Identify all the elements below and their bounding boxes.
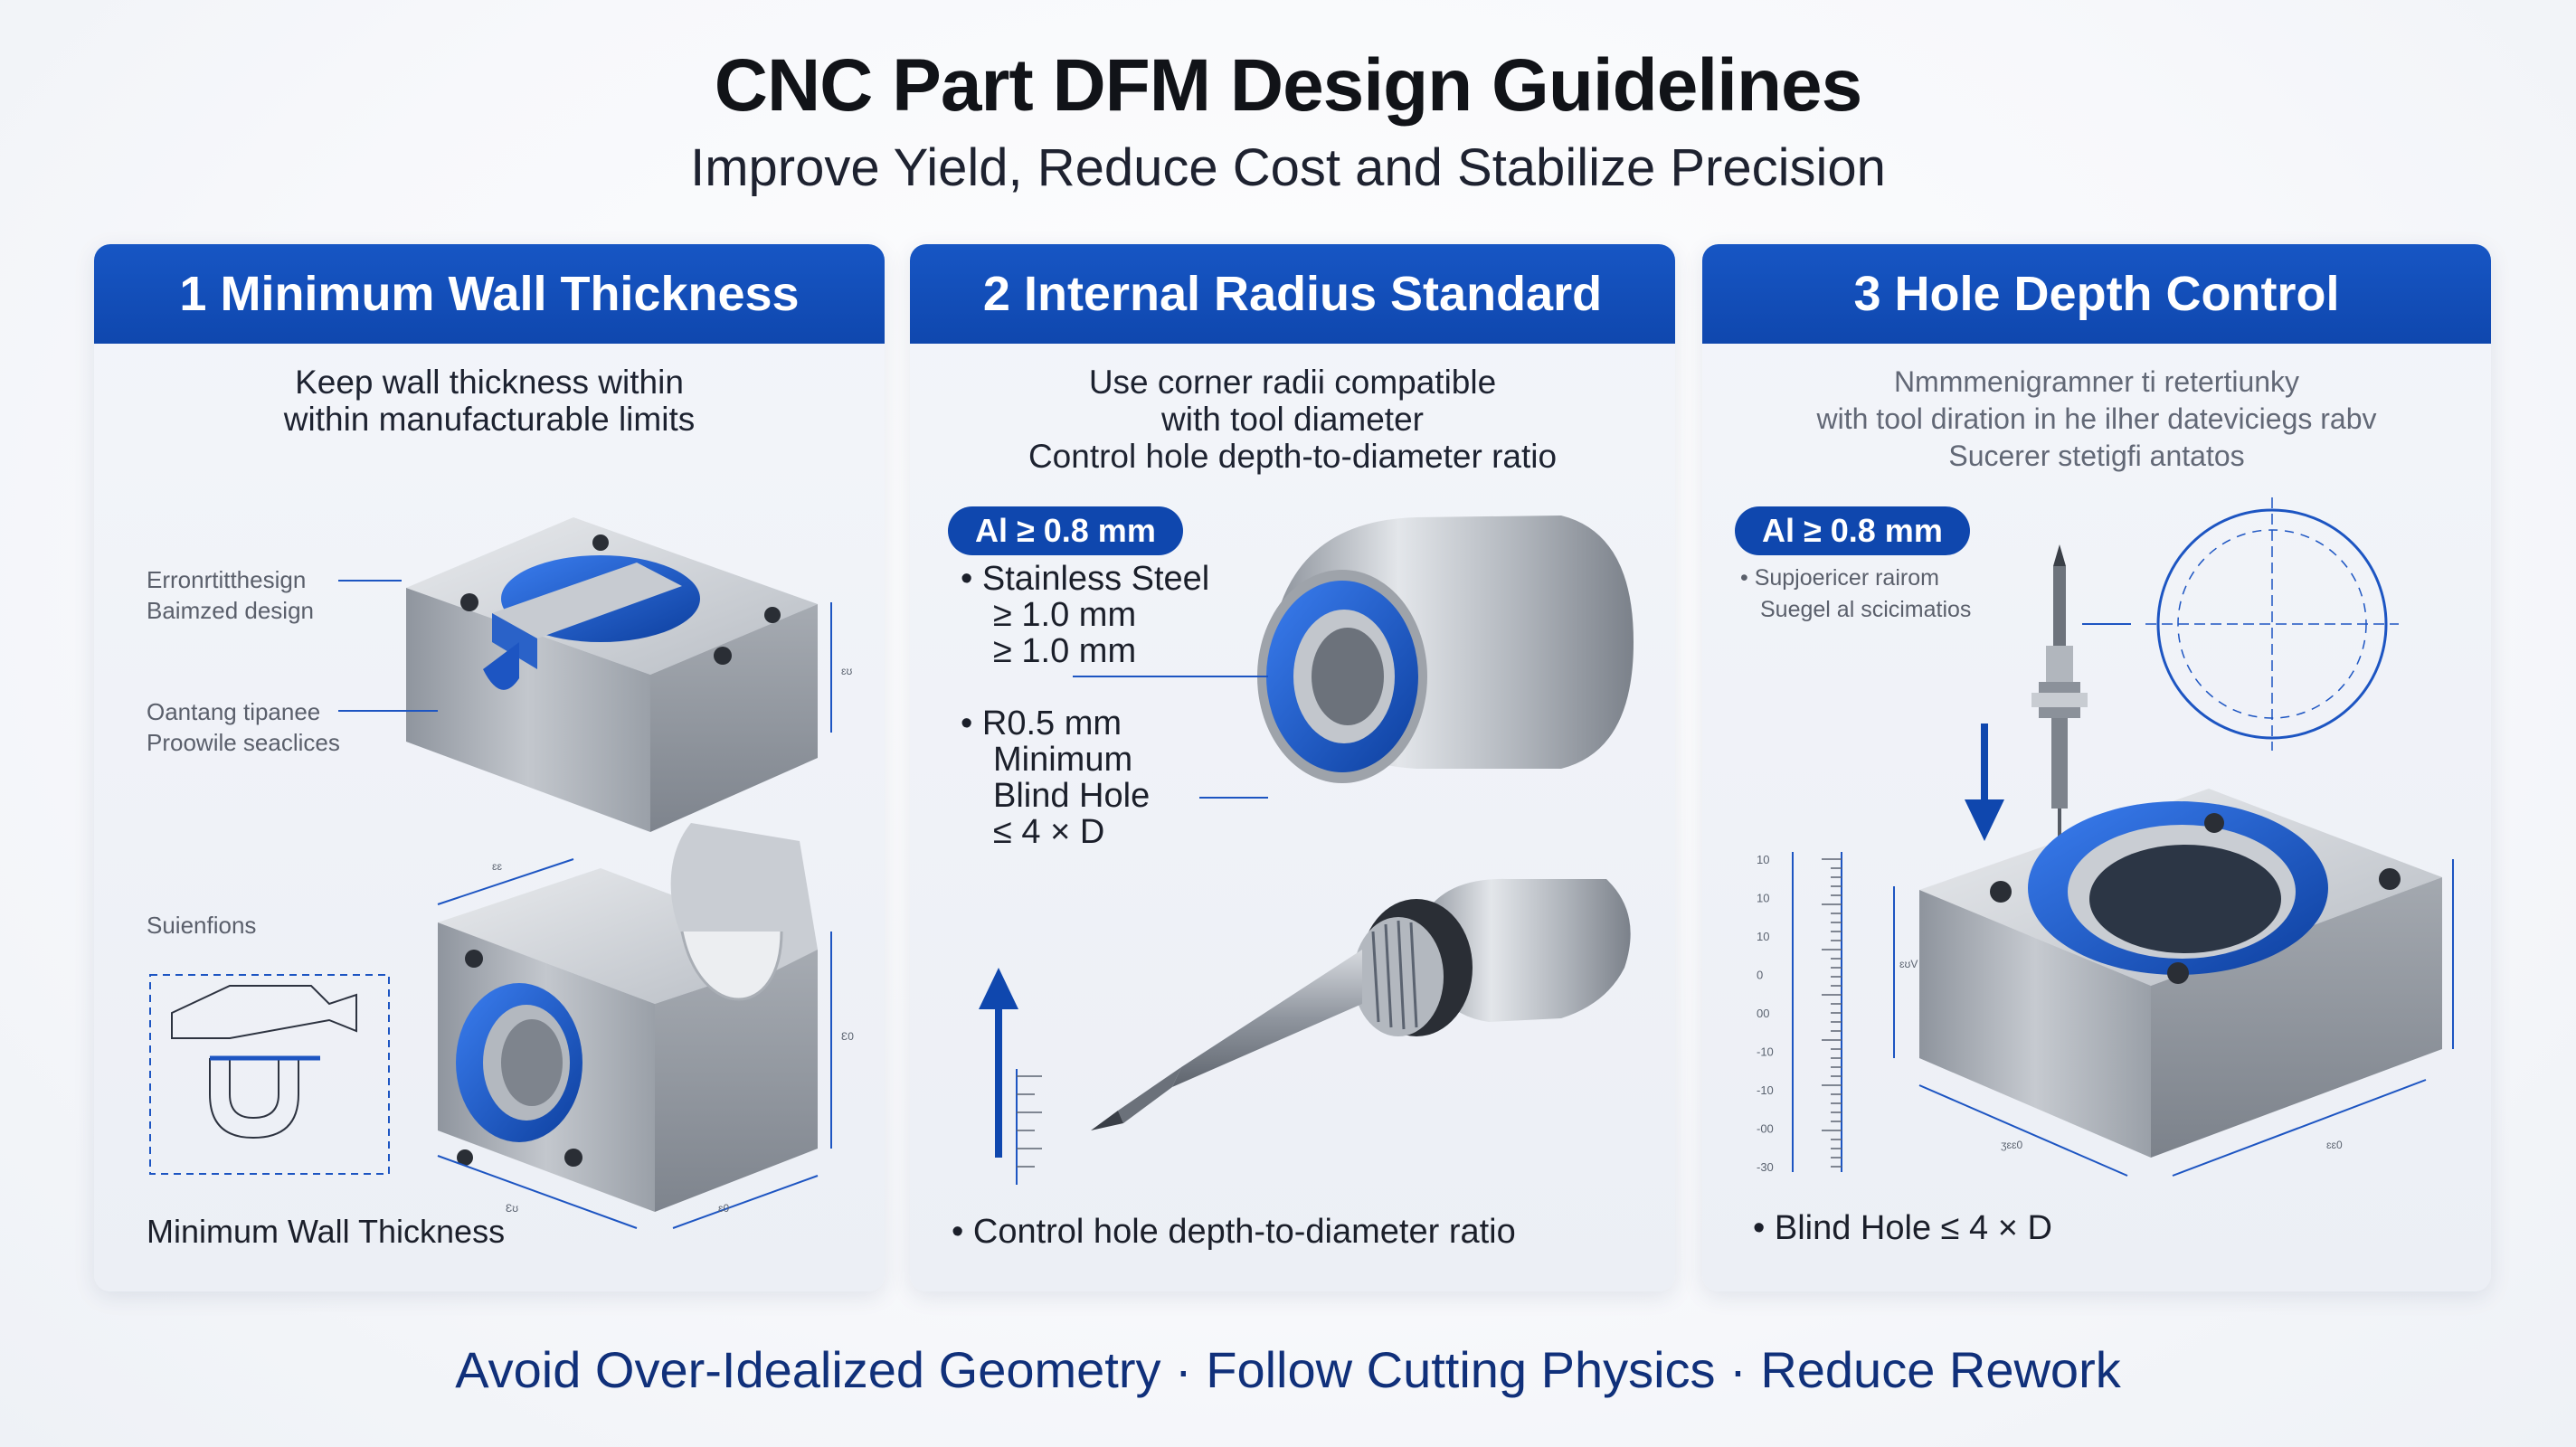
svg-text:ɛ0: ɛ0 [718,1202,730,1215]
svg-text:ɛɛ: ɛɛ [492,860,503,873]
page-subtitle: Improve Yield, Reduce Cost and Stabilize… [690,138,1886,197]
scale-label: 0 [1757,969,1763,982]
panel-minimum-wall-thickness: 1 Minimum Wall Thickness Keep wall thick… [94,244,885,1291]
scale-label: -10 [1757,1083,1774,1097]
svg-text:Ɛ0: Ɛ0 [841,1030,854,1043]
panel-hole-depth-control: 3 Hole Depth Control Nmmmenigramner ti r… [1702,244,2491,1291]
stainless-steel-spec: • Stainless Steel ≥ 1.0 mm ≥ 1.0 mm [961,560,1210,670]
svg-text:ɛʊV: ɛʊV [1899,958,1918,970]
dim-label: ɛʊ [841,665,853,677]
drill-bit-tool [2031,544,2088,841]
panel-heading: 3 Hole Depth Control [1702,244,2491,344]
annotation-label: Oantang tipanee Proowile seaclices [147,698,340,756]
svg-text:Ɛʊ: Ɛʊ [506,1202,518,1215]
scale-label: -00 [1757,1122,1774,1136]
scale-label: 10 [1757,892,1769,905]
aluminum-radius-badge: Al ≥ 0.8 mm [1735,506,1970,555]
scale-label: -10 [1757,1045,1774,1059]
annotation-label: Erronrtitthesign Baimzed design [147,566,314,624]
cross-section-sketch [149,974,390,1175]
radius-illustration [979,515,1634,1185]
depth-arrow [979,968,1042,1185]
target-circle-drawing [2082,497,2399,751]
sleeve-cylinder-part [1257,515,1634,783]
down-arrow [1965,724,2004,841]
end-mill-tool [1091,878,1631,1130]
panel-footnote: Minimum Wall Thickness [147,1213,506,1250]
panel-footnote: • Control hole depth-to-diameter ratio [952,1213,1516,1251]
aluminum-radius-badge: Al ≥ 0.8 mm [948,506,1183,555]
panel-internal-radius-standard: 2 Internal Radius Standard Use corner ra… [910,244,1675,1291]
scale-label: -30 [1757,1160,1774,1174]
panel-description: Use corner radii compatible with tool di… [1028,364,1558,475]
note-list: • Supjoericer rairom Suegel al scicimati… [1740,565,1972,622]
scale-label: 10 [1757,853,1769,866]
panel-description: Keep wall thickness within within manufa… [283,364,696,438]
panel-heading: 1 Minimum Wall Thickness [94,244,885,344]
footer-tagline: Avoid Over-Idealized Geometry · Follow C… [455,1341,2121,1398]
wall-thickness-illustration: ɛʊ ɛɛ Ɛ0 Ɛʊ ɛ0 [149,517,854,1229]
slotted-block-part [406,517,818,832]
svg-text:ɛɛ0: ɛɛ0 [2326,1139,2343,1151]
radius-blind-hole-spec: • R0.5 mm Minimum Blind Hole ≤ 4 × D [961,705,1151,851]
scale-label: 10 [1757,930,1769,943]
scale-label: 00 [1757,1007,1769,1020]
panel-heading: 2 Internal Radius Standard [910,244,1675,344]
annotation-label: Suienfions [147,912,257,939]
page-title: CNC Part DFM Design Guidelines [714,44,1863,127]
panel-description: Nmmmenigramner ti retertiunky with tool … [1816,365,2377,472]
counterbored-block-part [438,823,818,1212]
flange-block-part [1919,789,2442,1158]
svg-text:ʒɛɛ0: ʒɛɛ0 [2001,1139,2023,1151]
panel-footnote: • Blind Hole ≤ 4 × D [1753,1209,2052,1247]
